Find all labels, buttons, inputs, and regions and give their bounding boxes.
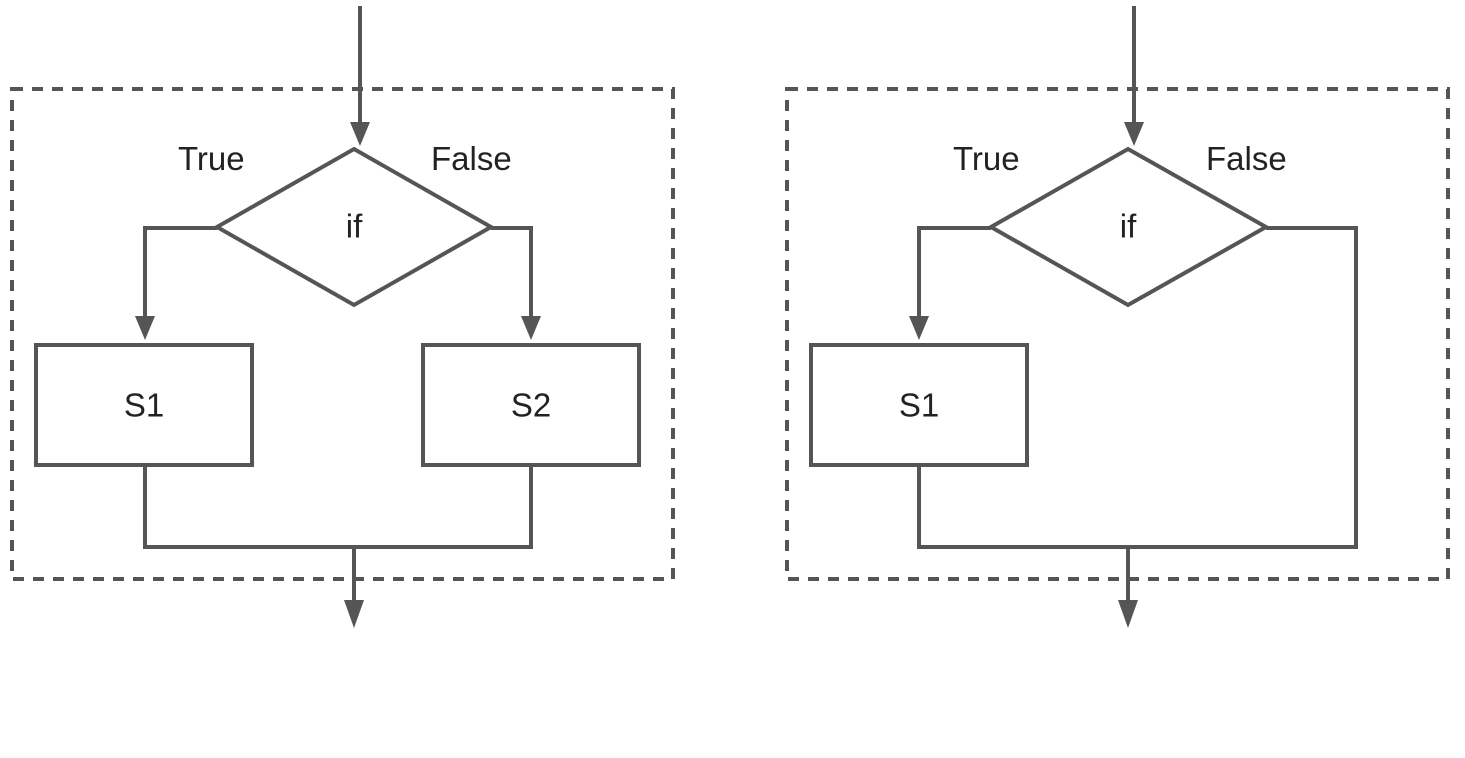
if-else-entry-arrowhead [350,122,370,146]
if-only-true-label: True [953,140,1020,177]
if-only-condition-text: if [1120,208,1137,245]
if-else-false-label: False [431,140,512,177]
if-else-false-branch-arrowhead [521,316,541,340]
if-only-boundary [785,87,1450,581]
if-else-true-label: True [178,140,245,177]
if-else-false-branch-line [491,226,533,322]
if-only-false-bypass-line [1128,226,1358,549]
if-only-true-branch-arrowhead [909,316,929,340]
if-only-true-branch-line [917,226,991,322]
if-only-flowchart: if True False S1 [785,6,1450,628]
if-else-decision-diamond [212,146,496,308]
if-only-s1-box [809,343,1029,467]
if-else-condition-text: if [346,208,363,245]
if-else-merge-line [143,465,533,549]
if-else-flowchart: if True False S1 S2 [10,6,675,628]
if-else-s1-box [34,343,254,467]
if-only-entry-arrowhead [1124,122,1144,146]
if-else-s2-box [421,343,641,467]
if-else-true-branch-arrowhead [135,316,155,340]
if-only-exit-arrowhead [1118,600,1138,628]
if-else-s2-text: S2 [511,387,551,424]
if-else-boundary [10,87,675,581]
if-only-s1-text: S1 [899,387,939,424]
if-only-decision-diamond [986,146,1271,308]
if-else-true-branch-line [143,226,217,322]
if-else-s1-text: S1 [124,387,164,424]
if-only-merge-line [917,465,1128,549]
if-else-exit-arrowhead [344,600,364,628]
if-only-false-label: False [1206,140,1287,177]
